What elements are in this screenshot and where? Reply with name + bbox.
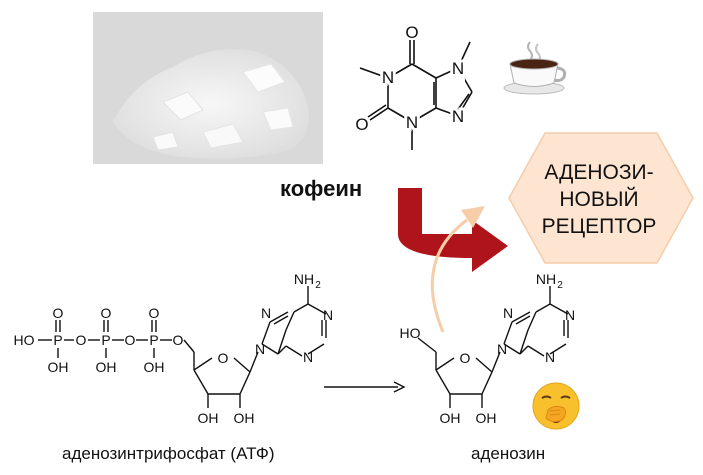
atp-oh2: OH [96, 359, 117, 375]
atp-o3: O [173, 332, 184, 348]
atp-n9: N [255, 341, 265, 357]
adenosine-oh-left: OH [440, 410, 461, 426]
adenosine-n1: N [565, 307, 575, 323]
adenosine-n9: N [497, 341, 507, 357]
adenosine-ho: HO [400, 325, 421, 341]
adenosine-oh-right: OH [476, 410, 497, 426]
yawning-face-icon [532, 382, 580, 430]
atp-o-top2: O [101, 305, 112, 321]
caffeine-label: кофеин [280, 176, 363, 201]
receptor-line-1: АДЕНОЗИ- [544, 161, 654, 184]
atp-ring-o: O [218, 350, 229, 366]
adenosine-label: аденозин [471, 444, 546, 463]
atom-o-left: O [355, 115, 368, 134]
coffee-cup-icon [503, 41, 567, 95]
atp-structure: HO P O P O P O O O O OH OH OH O OH OH N … [14, 272, 334, 426]
adenosine-n3: N [545, 349, 555, 365]
atp-o-top3: O [149, 305, 160, 321]
caffeine-powder-photo [93, 12, 323, 164]
adenosine-receptor-label: АДЕНОЗИ- НОВЫЙ РЕЦЕПТОР [524, 159, 674, 240]
atp-p2: P [101, 332, 110, 348]
atp-n7: N [261, 305, 271, 321]
receptor-line-2: НОВЫЙ [559, 188, 639, 211]
svg-text:2: 2 [315, 280, 321, 291]
adenosine-ring-o: O [460, 350, 471, 366]
receptor-line-3: РЕЦЕПТОР [541, 215, 657, 238]
atom-n1: N [382, 68, 394, 87]
curved-arrow [430, 206, 485, 333]
atom-o-top: O [405, 23, 418, 42]
reaction-arrow [324, 381, 406, 393]
atp-o2: O [125, 332, 136, 348]
atp-oh1: OH [48, 359, 69, 375]
adenosine-receptor-shape [508, 132, 694, 264]
adenosine-nh2: NH [536, 272, 556, 287]
atom-n3: N [406, 113, 418, 132]
atom-n9: N [452, 107, 464, 126]
atp-oh-left: OH [198, 410, 219, 426]
atp-o-top1: O [53, 305, 64, 321]
atp-oh3: OH [144, 359, 165, 375]
caffeine-structure: O O N N N N [355, 23, 473, 150]
atp-p3: P [149, 332, 158, 348]
atp-n3: N [303, 349, 313, 365]
adenosine-n7: N [503, 305, 513, 321]
atp-label: аденозинтрифосфат (АТФ) [62, 444, 275, 463]
atp-ho: HO [14, 332, 35, 348]
block-arrow [398, 188, 508, 272]
atp-n1: N [323, 307, 333, 323]
atp-oh-right: OH [234, 410, 255, 426]
adenosine-structure: HO O OH OH N N N N NH 2 [400, 272, 576, 426]
atom-n7: N [452, 59, 464, 78]
atp-o1: O [76, 332, 87, 348]
atp-p1: P [53, 332, 62, 348]
atp-nh2: NH [294, 272, 314, 287]
svg-text:2: 2 [557, 280, 563, 291]
